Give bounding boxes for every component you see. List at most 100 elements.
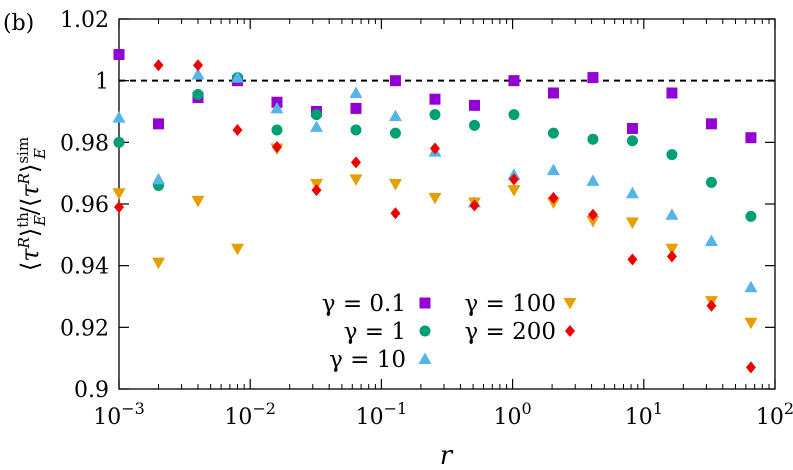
data-point-series-0: [745, 132, 757, 144]
data-point-series-3: [230, 243, 244, 256]
data-point-series-0: [626, 122, 638, 134]
data-point-series-2: [586, 174, 600, 186]
data-point-series-0: [547, 87, 559, 99]
data-point-series-3: [625, 217, 639, 229]
data-point-series-1: [113, 136, 125, 148]
data-point-series-0: [389, 75, 401, 87]
data-point-series-0: [468, 99, 480, 111]
data-point-series-2: [191, 68, 205, 80]
axes: [118, 18, 776, 390]
legend-label-0: γ = 0.1: [322, 291, 406, 317]
data-point-series-1: [587, 133, 599, 145]
data-point-series-4: [548, 191, 559, 204]
data-point-series-2: [665, 208, 679, 220]
data-point-series-2: [704, 234, 718, 246]
data-point-series-4: [508, 173, 519, 186]
data-point-series-4: [745, 361, 756, 374]
y-tick-label: 0.94: [60, 255, 109, 280]
y-tick-label: 1: [95, 70, 109, 95]
data-point-series-0: [705, 118, 717, 130]
data-point-series-2: [388, 109, 402, 122]
legend-marker-2: [418, 352, 432, 364]
data-point-series-3: [744, 317, 758, 330]
data-point-series-0: [666, 87, 678, 99]
data-point-series-3: [428, 192, 442, 205]
data-point-series-2: [625, 186, 639, 199]
data-point-series-1: [389, 127, 401, 139]
data-point-series-4: [429, 142, 440, 155]
data-point-series-4: [390, 207, 401, 220]
data-point-series-1: [468, 119, 480, 131]
data-point-series-3: [112, 188, 126, 200]
y-tick-label: 1.02: [60, 8, 109, 33]
data-point-series-0: [350, 102, 362, 114]
legend-label-4: γ = 200: [464, 319, 556, 345]
x-tick-label: 102: [756, 399, 793, 430]
data-marks: [112, 48, 758, 374]
data-point-series-0: [587, 72, 599, 84]
data-point-series-2: [744, 280, 758, 293]
data-point-series-1: [547, 127, 559, 139]
data-point-series-4: [706, 299, 717, 312]
data-point-series-3: [507, 185, 521, 197]
data-point-series-4: [114, 201, 124, 214]
data-point-series-3: [191, 195, 205, 208]
data-point-series-0: [113, 48, 125, 60]
legend-marker-4: [565, 325, 575, 337]
data-point-series-1: [745, 210, 757, 222]
data-point-series-1: [508, 109, 520, 121]
data-point-series-2: [230, 71, 244, 83]
data-point-series-2: [270, 101, 284, 114]
data-point-series-4: [350, 156, 361, 169]
y-tick-label: 0.92: [60, 316, 109, 341]
data-point-series-4: [192, 59, 203, 72]
data-point-series-3: [665, 243, 679, 256]
x-tick-label: 10−3: [93, 399, 145, 430]
y-tick-label: 0.9: [74, 378, 109, 403]
data-point-series-1: [350, 124, 362, 136]
data-point-series-4: [587, 208, 598, 221]
data-point-series-4: [271, 140, 282, 153]
data-point-series-2: [546, 163, 560, 176]
y-axis-title: ⟨τR⟩thE/⟨τR⟩simE: [14, 137, 49, 271]
legend-marker-1: [419, 325, 431, 337]
legend-label-1: γ = 1: [344, 319, 406, 345]
data-point-series-4: [666, 250, 677, 263]
data-point-series-4: [469, 199, 480, 212]
y-tick-label: 0.98: [60, 131, 109, 156]
data-point-series-3: [586, 215, 600, 228]
y-axis-title-group: ⟨τR⟩thE/⟨τR⟩simE: [14, 137, 49, 271]
data-point-series-0: [152, 118, 164, 130]
data-point-series-2: [151, 172, 165, 185]
y-tick-label: 0.96: [60, 193, 109, 218]
data-point-series-3: [388, 178, 402, 191]
x-tick-label: 10−2: [224, 399, 276, 430]
legend-label-2: γ = 10: [329, 347, 406, 373]
data-point-series-2: [349, 86, 363, 98]
x-tick-label: 100: [494, 399, 532, 430]
data-point-series-4: [232, 124, 243, 136]
x-tick-label: 101: [625, 399, 663, 430]
data-point-series-1: [429, 109, 441, 121]
data-point-series-4: [311, 184, 322, 197]
data-point-series-2: [309, 120, 323, 132]
data-point-series-4: [153, 59, 164, 72]
data-point-series-3: [151, 257, 165, 270]
data-point-series-1: [271, 124, 283, 136]
data-point-series-1: [626, 135, 638, 147]
data-point-series-1: [310, 109, 322, 121]
plot-frame: [118, 18, 776, 390]
data-point-series-1: [666, 149, 678, 161]
data-point-series-0: [429, 93, 441, 105]
data-point-series-4: [627, 253, 638, 266]
data-point-series-0: [508, 75, 520, 87]
legend-marker-3: [563, 298, 577, 310]
data-point-series-1: [705, 176, 717, 188]
legend-marker-0: [419, 297, 431, 309]
panel-label: (b): [3, 11, 34, 36]
legend-label-3: γ = 100: [464, 291, 556, 317]
data-point-series-3: [349, 174, 363, 186]
